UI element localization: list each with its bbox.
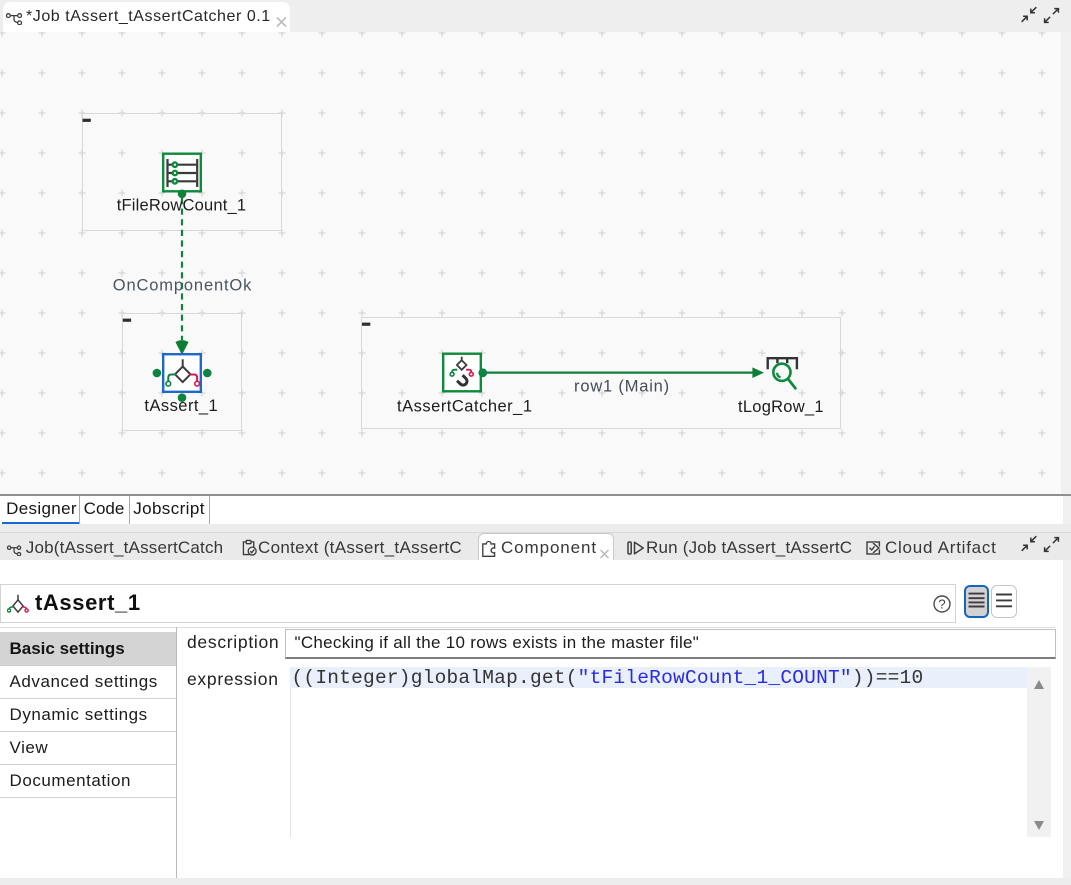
svg-text:tAssert_1: tAssert_1 (144, 397, 218, 415)
svg-text:tAssertCatcher_1: tAssertCatcher_1 (397, 398, 532, 416)
svg-text:?: ? (938, 597, 945, 612)
svg-text:tLogRow_1: tLogRow_1 (738, 398, 824, 416)
svg-text:tFileRowCount_1: tFileRowCount_1 (117, 197, 247, 215)
svg-text:row1 (Main): row1 (Main) (574, 377, 670, 395)
svg-text:OnComponentOk: OnComponentOk (113, 277, 252, 295)
